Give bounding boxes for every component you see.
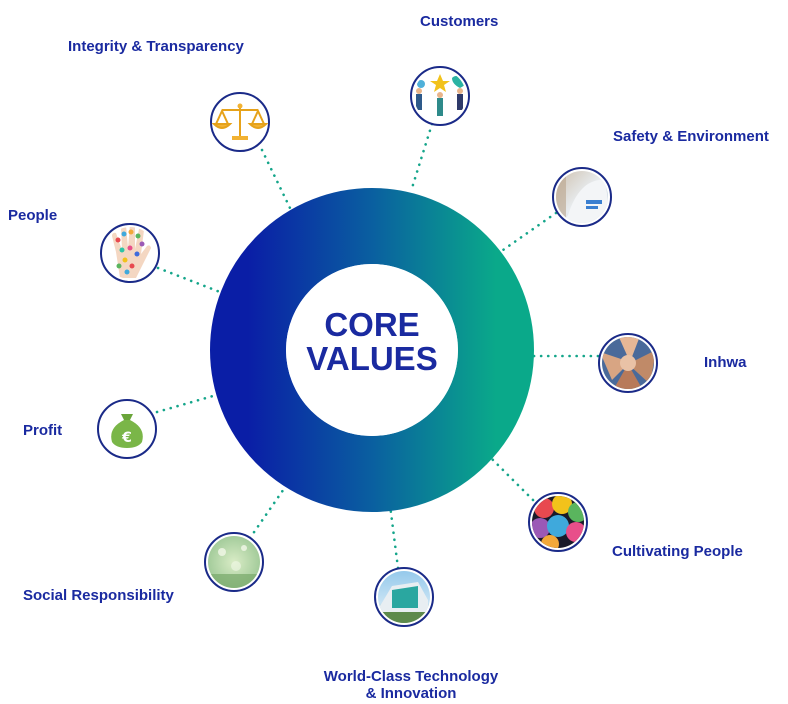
label-inhwa: Inhwa: [704, 354, 747, 371]
label-technology-line2: & Innovation: [365, 685, 457, 702]
node-safety: [552, 167, 612, 227]
node-cultivating: [528, 492, 588, 552]
money-bag-icon: €: [111, 414, 143, 448]
node-people: [100, 223, 160, 283]
connector-customers: [410, 122, 434, 190]
core-values-title-line1: CORE: [324, 306, 420, 343]
hands-together-icon: [602, 337, 654, 389]
label-safety: Safety & Environment: [613, 128, 769, 145]
connector-social: [248, 481, 290, 540]
label-customers: Customers: [420, 13, 499, 30]
scales-icon: [211, 103, 269, 140]
connectors: [155, 122, 600, 570]
safety-icon: [556, 171, 608, 223]
node-social: [204, 532, 264, 592]
hand-icon: [112, 227, 151, 278]
label-social: Social Responsibility: [23, 587, 174, 604]
core-center: [286, 264, 458, 436]
node-inhwa: [598, 333, 658, 393]
svg-text:€: €: [121, 430, 132, 446]
node-technology: [374, 567, 434, 627]
label-cultivating: Cultivating People: [612, 543, 743, 560]
connector-safety: [501, 211, 558, 252]
nature-icon: [208, 536, 260, 588]
node-profit: €: [97, 399, 157, 459]
label-technology: World-Class Technology & Innovation: [318, 668, 504, 702]
connector-people: [156, 266, 222, 294]
connector-cultivating: [486, 453, 535, 502]
connector-integrity: [260, 148, 292, 210]
core-values-title-line2: VALUES: [306, 340, 438, 377]
connector-profit: [155, 392, 222, 414]
label-technology-line1: World-Class Technology: [323, 668, 499, 685]
label-integrity: Integrity & Transparency: [68, 38, 244, 55]
core-values-title: CORE VALUES: [298, 308, 446, 376]
connector-technology: [388, 503, 400, 570]
label-people: People: [8, 207, 58, 224]
building-icon: [378, 571, 430, 623]
node-customers: [410, 66, 470, 126]
label-profit: Profit: [23, 422, 63, 439]
core-ring: [210, 188, 534, 512]
node-integrity: [210, 92, 270, 152]
